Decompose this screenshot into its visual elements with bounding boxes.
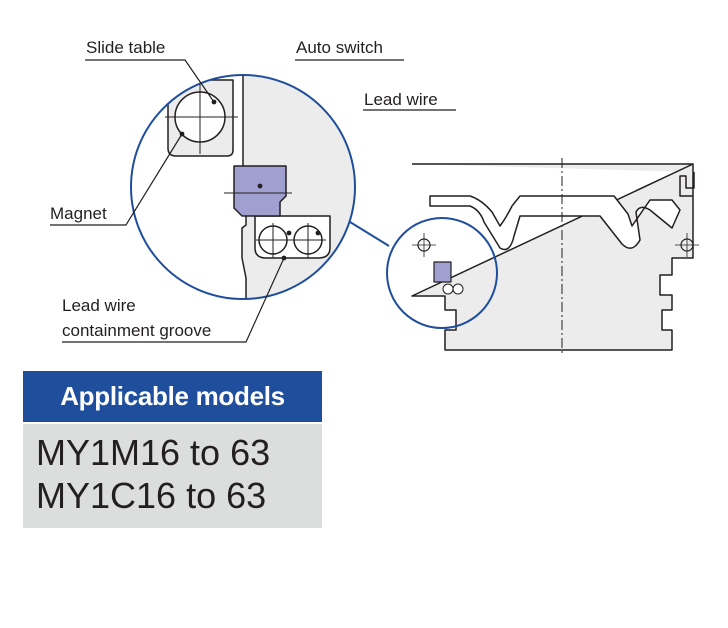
model-item-2: MY1C16 to 63 [36, 475, 267, 516]
small-detail-circle [386, 217, 498, 329]
model-item-1: MY1M16 to 63 [36, 432, 271, 473]
label-groove-line1: Lead wire [62, 296, 136, 315]
cylinder-cross-section [411, 158, 699, 356]
big-detail-circle [130, 74, 356, 300]
label-slide-table: Slide table [86, 38, 165, 57]
label-groove-line2: containment groove [62, 321, 211, 340]
cylinder-body-outline [411, 163, 695, 351]
auto-switch-body [233, 165, 287, 217]
magnified-detail [131, 75, 355, 299]
leader-lines [50, 59, 456, 343]
magnification-connector [349, 221, 390, 247]
applicable-models-header: Applicable models [23, 371, 322, 422]
label-magnet: Magnet [50, 204, 107, 223]
label-lead-wire: Lead wire [364, 90, 438, 109]
slide-table-profile [429, 195, 681, 251]
applicable-models-list: MY1M16 to 63 MY1C16 to 63 [23, 424, 322, 528]
label-auto-switch: Auto switch [296, 38, 383, 57]
